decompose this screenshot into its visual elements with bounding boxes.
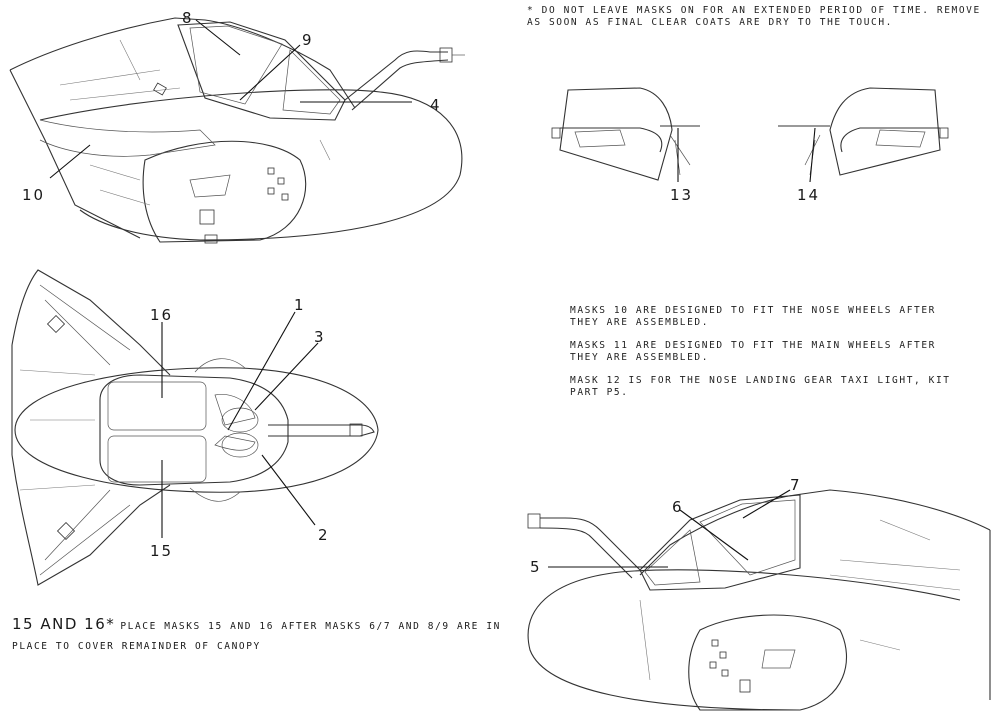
mask12-note: Mask 12 is for the nose landing gear tax…: [570, 375, 951, 398]
callout-5: 5: [530, 558, 542, 576]
callout-13: 13: [670, 186, 693, 204]
canopy-detail-right: [778, 87, 949, 176]
top-nose-view: [11, 269, 379, 586]
callout-10: 10: [22, 186, 45, 204]
callout-14: 14: [797, 186, 820, 204]
callout-16: 16: [150, 306, 173, 324]
callout-6: 6: [672, 498, 684, 516]
leader-lines: [49, 19, 816, 568]
callout-15: 15: [150, 542, 173, 560]
callout-4: 4: [430, 96, 442, 114]
callout-2: 2: [318, 526, 330, 544]
callout-8: 8: [182, 9, 194, 27]
mask10-note: Masks 10 are designed to fit the nose wh…: [570, 305, 936, 328]
left-side-nose-view: [9, 17, 465, 244]
bottom-note-heading: 15 and 16*: [12, 615, 116, 633]
bottom-note-text: Place masks 15 and 16 after masks 6/7 an…: [12, 621, 501, 652]
mask11-note: Masks 11 are designed to fit the main wh…: [570, 340, 936, 363]
top-warning-note: * Do not leave masks on for an extended …: [527, 5, 981, 28]
canopy-detail-left: [551, 87, 700, 181]
callout-labels: 8 9 4 10 13 14 16 1 3 15 2 7 6 5: [22, 9, 820, 576]
bottom-note: 15 and 16* Place masks 15 and 16 after m…: [12, 614, 532, 654]
callout-9: 9: [302, 31, 314, 49]
callout-1: 1: [294, 296, 306, 314]
right-side-nose-view: [527, 489, 991, 711]
callout-7: 7: [790, 476, 802, 494]
callout-3: 3: [314, 328, 326, 346]
